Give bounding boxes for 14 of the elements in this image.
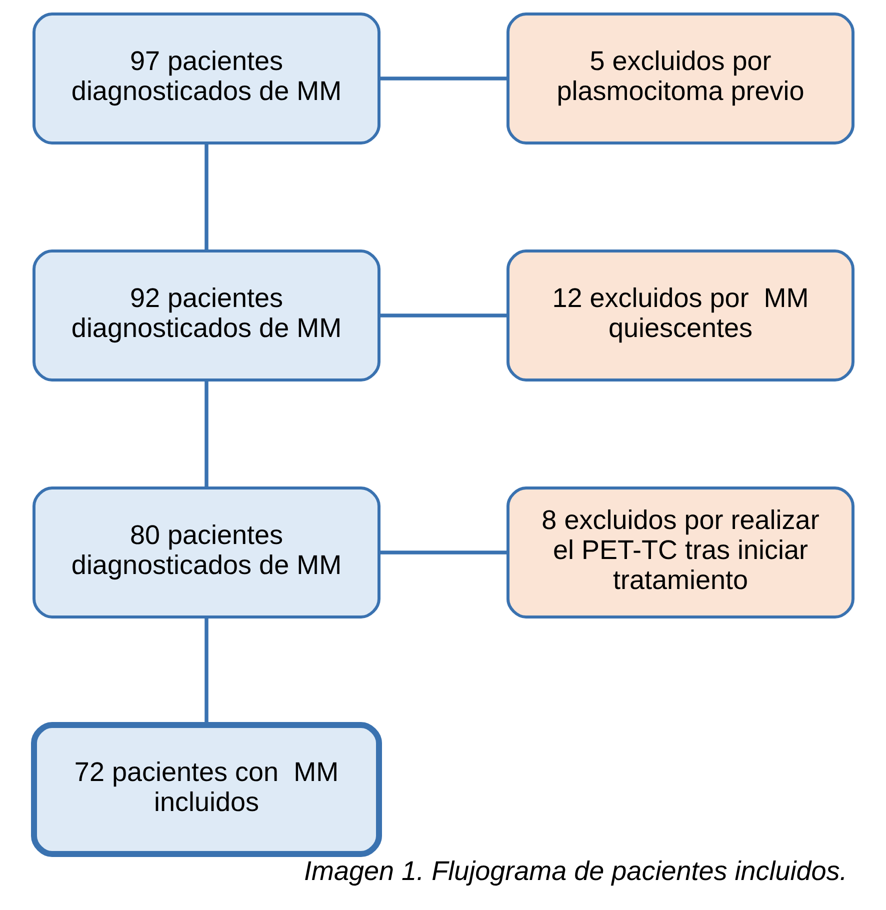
node-box: 92 pacientes diagnosticados de MM: [32, 250, 380, 382]
connector: [379, 76, 508, 80]
node-box: 97 pacientes diagnosticados de MM: [32, 12, 380, 144]
connector: [204, 617, 208, 725]
node-box: 8 excluidos por realizar el PET-TC tras iniciar tratamiento: [506, 486, 854, 618]
connector: [204, 380, 208, 488]
connector: [379, 314, 508, 318]
node-box: 5 excluidos por plasmocitoma previo: [506, 12, 854, 144]
caption: Imagen 1. Flujograma de pacientes incluidos.: [304, 856, 847, 886]
node-box: 80 pacientes diagnosticados de MM: [32, 486, 380, 618]
node-box: 12 excluidos por MM quiescentes: [506, 250, 854, 382]
connector: [379, 550, 508, 554]
node-box: 72 pacientes con MM incluidos: [30, 722, 382, 857]
connector: [204, 143, 208, 251]
